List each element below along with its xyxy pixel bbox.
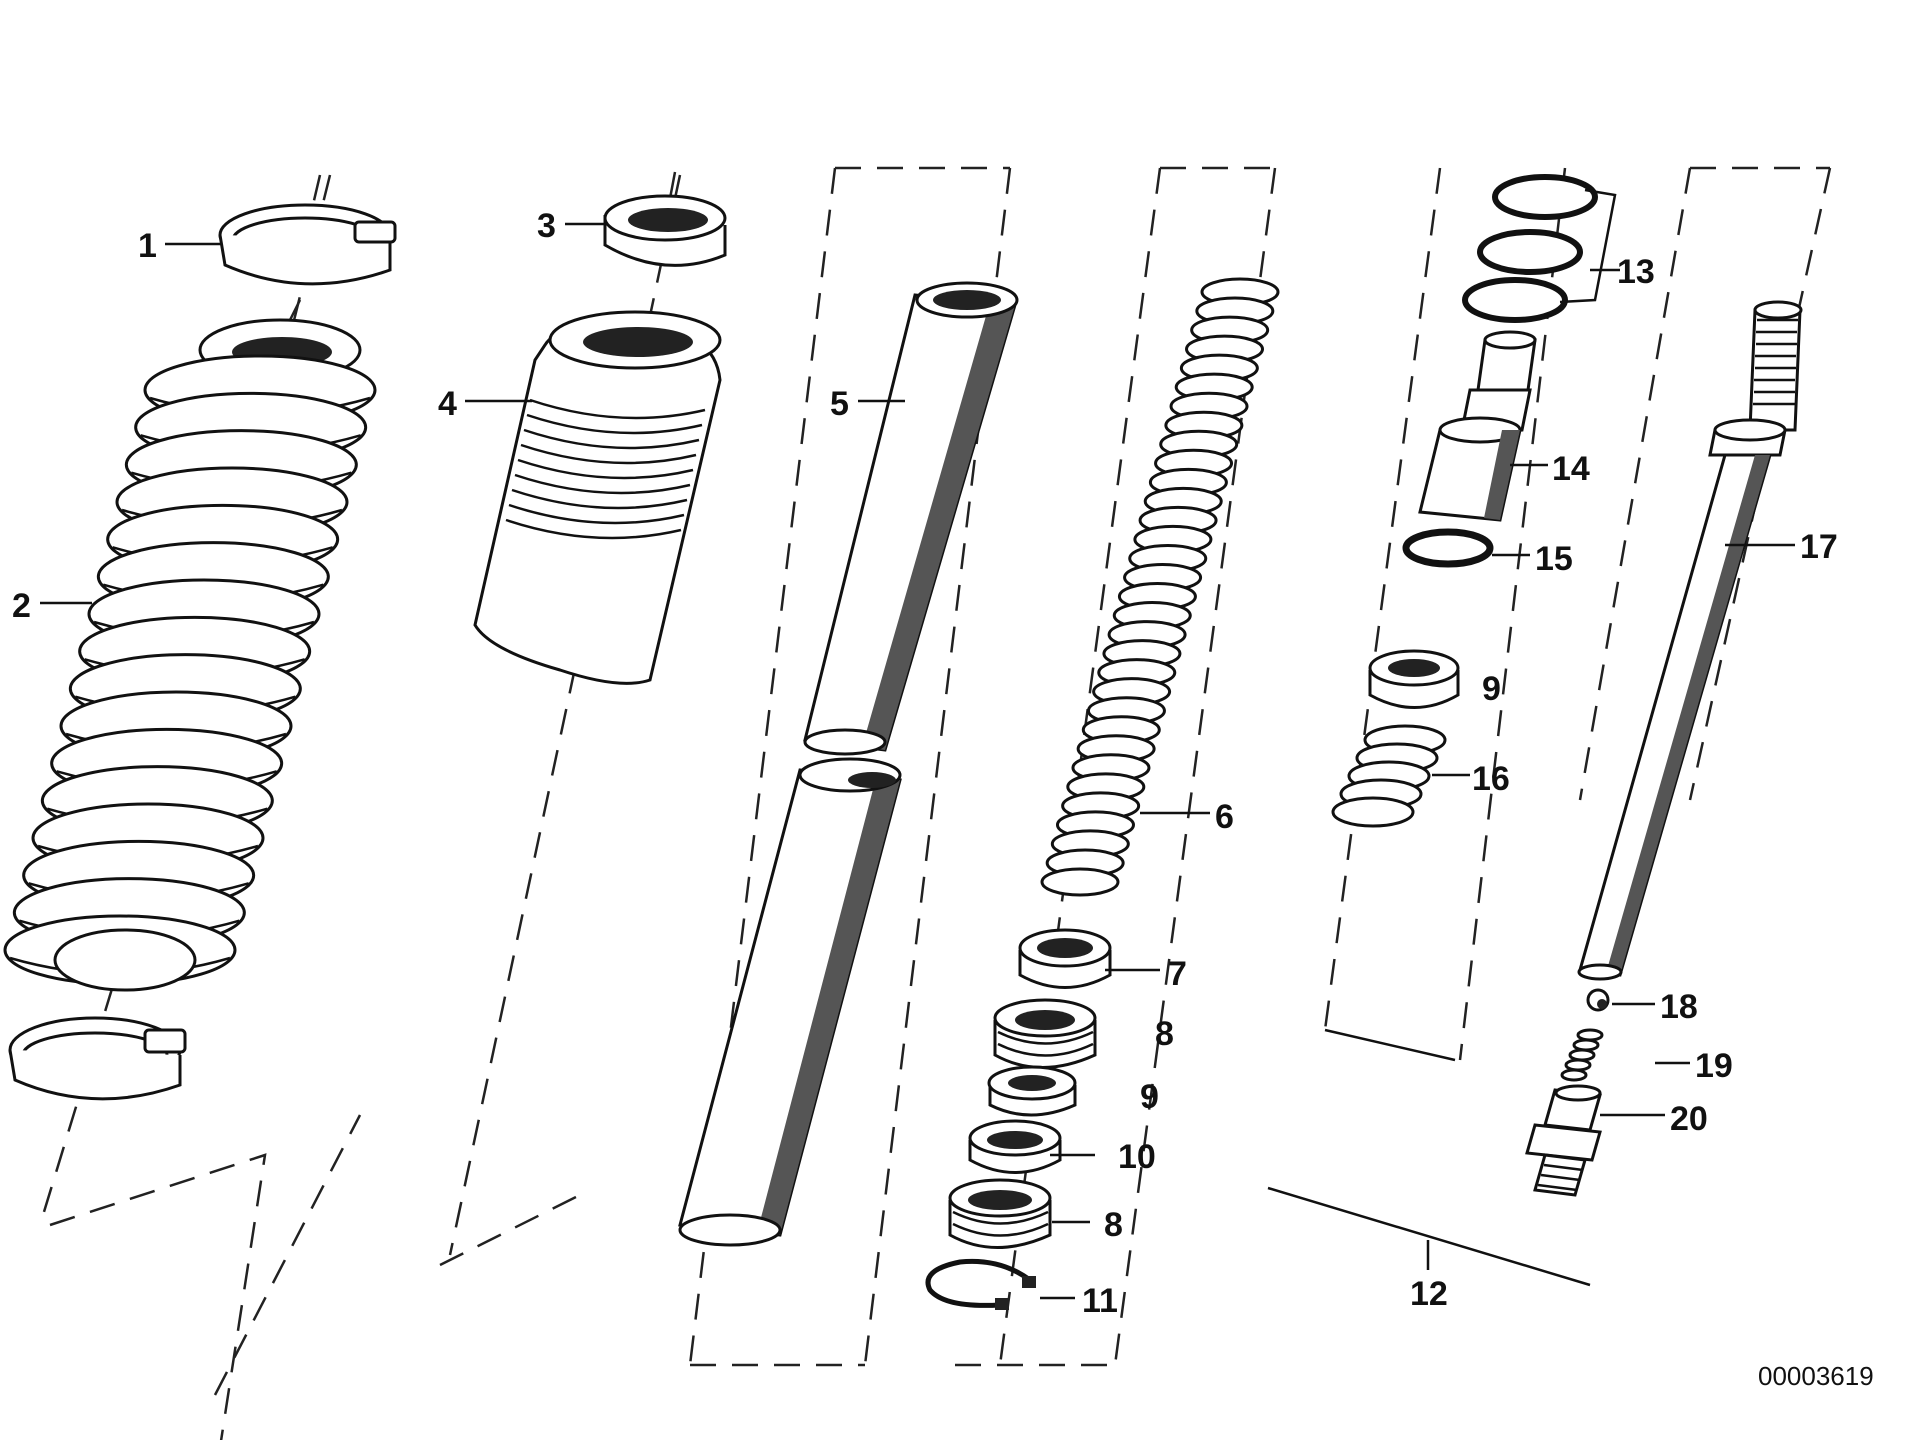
reference-number: 00003619 xyxy=(1758,1361,1874,1391)
callout-13: 13 xyxy=(1617,253,1655,291)
spring-coil xyxy=(1040,867,1120,897)
part-13-washers xyxy=(1462,174,1617,323)
part-15-washer xyxy=(1402,528,1494,568)
callout-10: 10 xyxy=(1118,1138,1156,1176)
callout-4: 4 xyxy=(438,385,457,423)
part-5-tube xyxy=(678,281,1019,1247)
callout-18: 18 xyxy=(1660,988,1698,1026)
part-7-bushing xyxy=(1018,928,1112,989)
part-19-spring xyxy=(1560,1028,1604,1082)
callout-2: 2 xyxy=(12,587,31,625)
cover-rib xyxy=(517,458,694,480)
spring-coil xyxy=(1331,796,1415,828)
callout-labels: 1 2 3 4 5 6 7 8 9 10 8 11 12 13 14 15 9 … xyxy=(12,207,1874,1391)
part-20-valve xyxy=(1525,1084,1602,1197)
cover-rib xyxy=(523,428,700,450)
callout-14: 14 xyxy=(1552,450,1590,488)
callout-20: 20 xyxy=(1670,1100,1708,1138)
callout-15: 15 xyxy=(1535,540,1573,578)
part-9-upper-ring xyxy=(1368,649,1460,709)
callout-11: 11 xyxy=(1082,1282,1118,1320)
cover-rib xyxy=(526,413,703,435)
cover-rib xyxy=(529,398,706,420)
part-1-clamp xyxy=(218,174,397,286)
callout-5: 5 xyxy=(830,385,849,423)
callout-12: 12 xyxy=(1410,1275,1448,1313)
callout-17: 17 xyxy=(1800,528,1838,566)
cover-rib xyxy=(520,443,697,465)
callout-7: 7 xyxy=(1168,955,1187,993)
part-8-upper-nut xyxy=(993,998,1097,1069)
cover-rib xyxy=(514,473,691,495)
part-6-spring xyxy=(1040,277,1280,897)
cover-rib xyxy=(508,503,685,525)
part-3-ring xyxy=(603,171,727,267)
part-14-piston xyxy=(1418,330,1537,522)
cover-rib xyxy=(505,518,682,540)
part-17-rod xyxy=(1577,300,1803,981)
part-2-bellows xyxy=(3,299,377,992)
part-9-ring xyxy=(987,1065,1077,1117)
callout-6: 6 xyxy=(1215,798,1234,836)
callout-19: 19 xyxy=(1695,1047,1733,1085)
callout-16: 16 xyxy=(1472,760,1510,798)
leader-lines xyxy=(40,222,1795,1300)
cover-rib xyxy=(511,488,688,510)
callout-8-lower: 8 xyxy=(1104,1206,1123,1244)
part-11-circlip xyxy=(925,1258,1036,1310)
callout-9-upper: 9 xyxy=(1482,670,1501,708)
callout-9-lower: 9 xyxy=(1140,1078,1159,1116)
part-2-lower-clamp xyxy=(8,1016,187,1101)
callout-8-upper: 8 xyxy=(1155,1015,1174,1053)
part-18-ball xyxy=(1586,988,1610,1012)
part-10-seal xyxy=(968,1119,1062,1174)
callout-3: 3 xyxy=(537,207,556,245)
part-16-spring xyxy=(1331,724,1447,828)
callout-1: 1 xyxy=(138,227,157,265)
part-4-cover xyxy=(473,310,722,685)
part-8-lower-nut xyxy=(948,1178,1052,1249)
